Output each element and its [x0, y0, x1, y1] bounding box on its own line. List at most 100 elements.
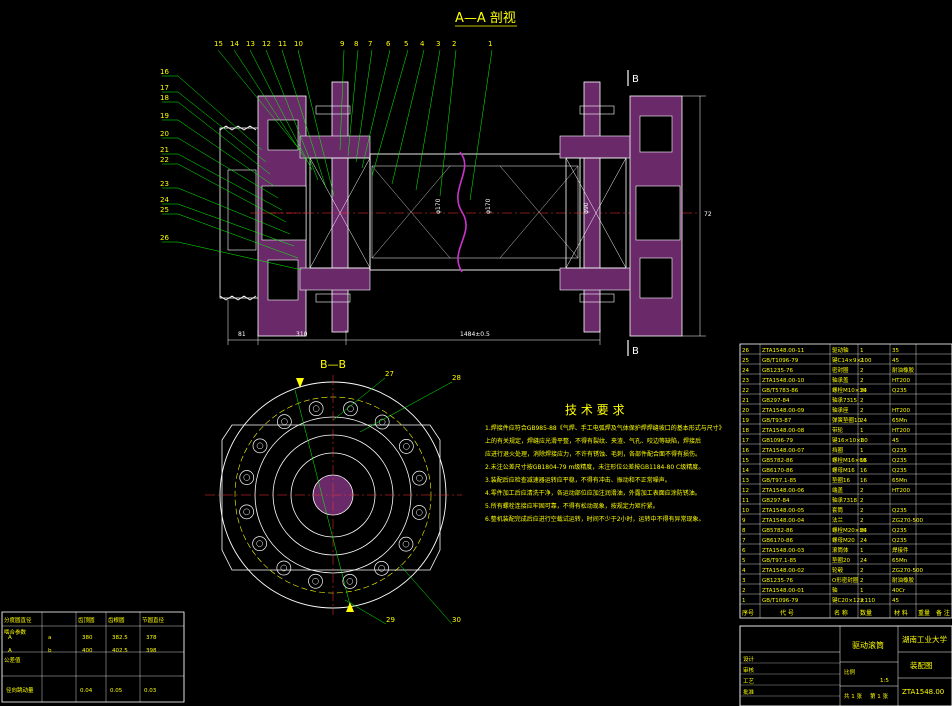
fit-cell: A — [8, 648, 12, 654]
bom-cell: 9 — [742, 518, 746, 524]
fit-cell: 378 — [146, 635, 157, 641]
bom-cell: 弹簧垫圈10 — [832, 416, 861, 424]
bom-cell: 螺栓M20×80 — [832, 526, 867, 534]
bom-cell: 2 — [860, 508, 864, 514]
bom-cell: ZG270-500 — [892, 518, 924, 524]
bom-cell: 25 — [742, 358, 749, 364]
part-number-6: 6 — [386, 40, 391, 48]
bom-header-seq: 序号 — [742, 609, 754, 617]
bom-cell: ZG270-500 — [892, 568, 924, 574]
bom-cell: 1 — [860, 548, 864, 554]
bom-cell: HT200 — [892, 488, 910, 494]
bom-cell: ZTA1548.00-06 — [762, 488, 805, 494]
bom-cell: 13 — [742, 478, 749, 484]
bom-cell: 19 — [742, 418, 749, 424]
bom-cell: 65Mn — [892, 558, 908, 564]
bom-cell: 2 — [860, 378, 864, 384]
bom-cell: 键C20×12×110 — [832, 596, 876, 604]
bom-cell: 键C14×9×100 — [832, 356, 872, 364]
bom-cell: 17 — [742, 438, 749, 444]
leader-line-28 — [359, 381, 453, 433]
tech-req-line: 2.未注公差尺寸按GB1804-79 m级精度，未注形位公差按GB1184-80… — [485, 463, 704, 471]
bom-cell: 螺母M16 — [832, 466, 855, 474]
bom-cell: 16 — [860, 458, 867, 464]
bom-cell: GB/T97.1-85 — [762, 478, 797, 484]
sheet-number: 第 1 张 — [870, 692, 888, 700]
part-number-25: 25 — [160, 206, 169, 214]
bolt-hole — [308, 573, 323, 589]
bom-cell: 轴承盖 — [832, 376, 849, 384]
tech-req-line: 4.零件加工后应清洗干净，各运动部位应加注润滑油，外露加工表面应涂防锈油。 — [485, 489, 701, 497]
fit-row-label: 公差值 — [4, 656, 21, 664]
bolt-hole — [239, 504, 254, 520]
leader-line-26 — [177, 241, 303, 271]
bom-header-code: 代 号 — [780, 609, 794, 617]
fit-cell: 400 — [82, 648, 93, 654]
bom-cell: 2 — [860, 578, 864, 584]
bom-cell: 套筒 — [832, 506, 844, 514]
leader-line-15 — [217, 49, 301, 151]
bom-cell: GB/T5783-86 — [762, 388, 799, 394]
dim-310: 310 — [296, 331, 308, 338]
part-number-1: 1 — [488, 40, 492, 48]
bom-cell: 螺栓M16×60 — [832, 456, 867, 464]
bom-cell: 密封圈 — [832, 366, 849, 374]
bom-cell: 2 — [860, 368, 864, 374]
bolt-hole-inner — [243, 508, 250, 516]
bom-cell: 26 — [742, 348, 749, 354]
bolt-hole-inner — [378, 565, 385, 572]
bolt-hole-inner — [243, 474, 251, 481]
tech-req-line: 1.焊接件应符合GB985-88《气焊、手工电弧焊及气体保护焊焊缝坡口的基本形式… — [485, 424, 725, 432]
bom-cell: 轴承7315 — [832, 396, 857, 404]
bom-cell: ZTA1548.00-10 — [762, 378, 805, 384]
bom-cell: 1 — [860, 428, 864, 434]
bom-cell: HT200 — [892, 408, 910, 414]
bolt-hole — [398, 439, 414, 454]
part-number-10: 10 — [294, 40, 303, 48]
part-number-29: 29 — [386, 616, 395, 624]
bom-cell: 4 — [742, 568, 746, 574]
part-number-3: 3 — [436, 40, 440, 48]
assembly-section-view: 81 310 1484±0.5 72 φ170 φ170 φ90 B B — [219, 70, 712, 357]
bom-cell: 22 — [742, 388, 749, 394]
bom-cell: ZTA1548.00-08 — [762, 428, 805, 434]
bom-cell: 挡圈 — [832, 446, 844, 454]
leader-line-22 — [177, 163, 287, 223]
right-bearing-housing — [629, 95, 683, 337]
part-number-14: 14 — [230, 40, 239, 48]
bom-cell: GB/T97.1-85 — [762, 558, 797, 564]
bolt-hole — [374, 414, 390, 430]
bom-cell: 40Cr — [892, 588, 906, 594]
bolt-hole-inner — [416, 474, 423, 482]
section-marker-b-bottom: B — [632, 346, 639, 357]
bb-arrow-bottom — [346, 602, 354, 612]
leader-line-18 — [177, 101, 271, 175]
bom-cell: 7 — [742, 538, 746, 544]
leader-line-11 — [281, 49, 327, 189]
bb-flange-view — [205, 375, 462, 615]
bom-cell: 12 — [742, 488, 749, 494]
leader-line-9 — [339, 49, 345, 151]
bolt-hole — [398, 536, 414, 552]
leader-line-19 — [177, 119, 275, 187]
fit-header: 节圆直径 — [142, 616, 165, 624]
scale-value: 1:5 — [880, 678, 889, 684]
bom-header-name: 名 称 — [834, 609, 848, 617]
bom-cell: 16 — [742, 448, 749, 454]
bom-cell: GB1235-76 — [762, 368, 794, 374]
bom-cell: 2 — [860, 598, 864, 604]
scale-label: 比例 — [844, 668, 856, 676]
part-number-16: 16 — [160, 68, 169, 76]
reviewer-label: 审核 — [743, 666, 755, 674]
bom-cell: Q235 — [892, 458, 907, 464]
bom-cell: Q235 — [892, 448, 907, 454]
bom-cell: ZTA1548.00-11 — [762, 348, 804, 354]
bom-cell: 2 — [860, 358, 864, 364]
leader-line-8 — [347, 49, 359, 157]
part-number-18: 18 — [160, 94, 169, 102]
part-number-17: 17 — [160, 84, 169, 92]
leader-line-3 — [415, 49, 441, 191]
right-flange — [559, 81, 633, 333]
bom-cell: 45 — [892, 358, 899, 364]
bom-cell: GB5782-86 — [762, 458, 794, 464]
